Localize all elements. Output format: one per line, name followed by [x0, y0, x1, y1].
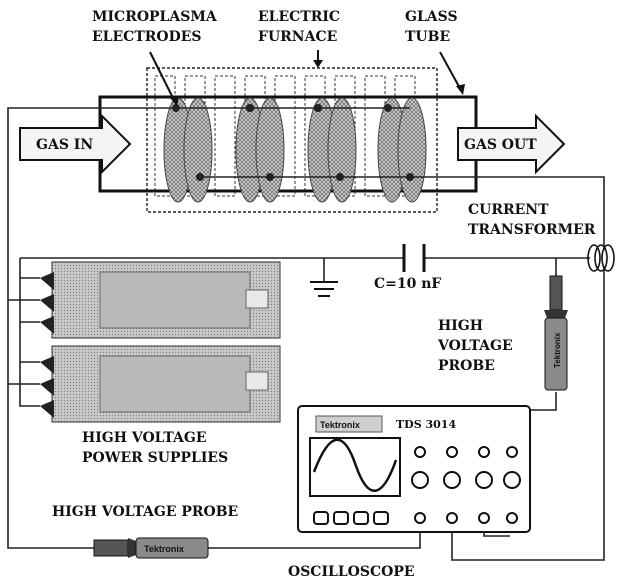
hv-probe-right-label-3: PROBE: [438, 358, 495, 374]
current-transformer-label-1: CURRENT: [468, 202, 549, 218]
oscilloscope: Tektronix TDS 3014: [297, 405, 531, 533]
current-transformer-label-2: TRANSFORMER: [468, 222, 596, 238]
ground-icon: [310, 281, 338, 297]
gas-out-label: GAS OUT: [464, 137, 537, 153]
scope-screen: [309, 437, 401, 497]
gas-in-arrow: GAS IN: [19, 113, 132, 175]
gas-in-label: GAS IN: [36, 137, 93, 153]
scope-buttons: [313, 511, 389, 525]
hv-probe-bottom-label: HIGH VOLTAGE PROBE: [52, 504, 238, 520]
psu-label-2: POWER SUPPLIES: [82, 450, 228, 466]
glass-label-2: TUBE: [405, 29, 450, 45]
probe-bottom-brand: Tektronix: [144, 544, 184, 554]
label-pointers: [149, 50, 465, 106]
scope-knobs: [411, 446, 521, 489]
current-transformer: [587, 244, 615, 272]
probe-right-brand: Tektronix: [553, 332, 562, 368]
glass-label-1: GLASS: [405, 9, 458, 25]
capacitor-label: C=10 nF: [374, 276, 441, 292]
waveform: [312, 438, 398, 492]
scope-model: TDS 3014: [396, 418, 456, 431]
oscilloscope-label: OSCILLOSCOPE: [288, 564, 415, 580]
psu-label-1: HIGH VOLTAGE: [82, 430, 207, 446]
gas-out-arrow: GAS OUT: [457, 113, 566, 175]
hv-probe-right-label-1: HIGH: [438, 318, 483, 334]
microplasma-electrodes: [163, 97, 470, 203]
capacitor: C=10 nF: [374, 244, 441, 292]
scope-brand: Tektronix: [320, 420, 360, 430]
power-supply-2: [8, 345, 281, 423]
scope-channel-inputs: [414, 512, 518, 524]
high-voltage-probe-bottom: Tektronix: [93, 537, 209, 559]
hv-probe-right-label-2: VOLTAGE: [437, 338, 513, 354]
power-supply-1: [8, 261, 281, 339]
microplasma-label-1: MICROPLASMA: [92, 9, 218, 25]
furnace-label-1: ELECTRIC: [258, 9, 340, 25]
microplasma-label-2: ELECTRODES: [92, 29, 202, 45]
high-voltage-probe-right: Tektronix: [544, 275, 568, 391]
furnace-label-2: FURNACE: [258, 29, 337, 45]
